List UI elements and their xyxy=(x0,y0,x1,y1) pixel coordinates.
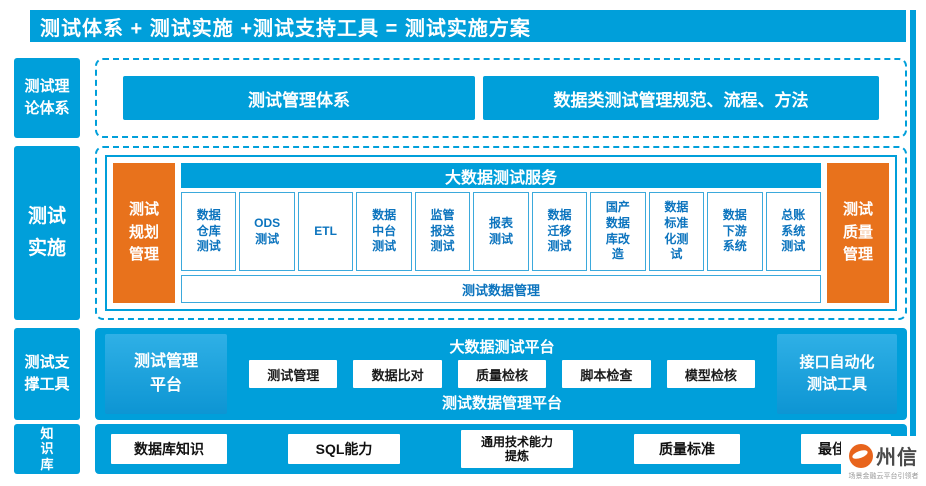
knowledge-sql-ability: SQL能力 xyxy=(288,434,400,464)
test-management-system-box: 测试管理体系 xyxy=(123,76,475,120)
big-data-test-platform-header: 大数据测试平台 xyxy=(449,338,555,356)
tool-data-comparison: 数据比对 xyxy=(353,360,442,388)
implementation-inner-frame: 测试 规划 管理 大数据测试服务 数据 仓库 测试 ODS 测试 ETL 数据 … xyxy=(105,155,897,311)
tool-model-check: 模型检核 xyxy=(666,360,756,388)
service-data-downstream-system: 数据 下游 系统 xyxy=(707,192,763,271)
service-box-grid: 数据 仓库 测试 ODS 测试 ETL 数据 中台 测试 监管 报送 测试 报表… xyxy=(181,192,821,271)
tool-test-management: 测试管理 xyxy=(249,360,338,388)
service-regulatory-report-test: 监管 报送 测试 xyxy=(414,192,471,271)
test-planning-management-box: 测试 规划 管理 xyxy=(113,163,175,303)
tool-quality-check: 质量检核 xyxy=(457,360,547,388)
big-data-test-services: 大数据测试服务 数据 仓库 测试 ODS 测试 ETL 数据 中台 测试 监管 … xyxy=(181,163,821,303)
service-etl: ETL xyxy=(297,192,354,271)
test-data-management-bar: 测试数据管理 xyxy=(181,275,821,303)
theory-row: 测试管理体系 数据类测试管理规范、流程、方法 xyxy=(95,58,907,138)
knowledge-quality-standard: 质量标准 xyxy=(634,434,740,464)
slide-title: 测试体系 + 测试实施 +测试支持工具 = 测试实施方案 xyxy=(40,17,531,40)
implementation-row: 测试 规划 管理 大数据测试服务 数据 仓库 测试 ODS 测试 ETL 数据 … xyxy=(95,146,907,320)
big-data-test-platform: 大数据测试平台 测试管理 数据比对 质量检核 脚本检查 模型检核 测试数据管理平… xyxy=(235,334,769,414)
service-data-middle-platform-test: 数据 中台 测试 xyxy=(356,192,412,271)
service-report-test: 报表 测试 xyxy=(473,192,529,271)
service-domestic-db-transformation: 国产 数据 库改 造 xyxy=(590,192,646,271)
sidebar-label-knowledge-base: 知 识 库 xyxy=(14,424,80,474)
test-management-platform-box: 测试管理 平台 xyxy=(105,334,227,414)
test-data-management-platform-bar: 测试数据管理平台 xyxy=(441,394,562,412)
knowledge-base-row: 数据库知识 SQL能力 通用技术能力 提炼 质量标准 最佳实践 xyxy=(95,424,907,474)
support-tools-row: 测试管理 平台 大数据测试平台 测试管理 数据比对 质量检核 脚本检查 模型检核… xyxy=(95,328,907,420)
service-ods-test: ODS 测试 xyxy=(239,192,295,271)
api-automation-test-tool-box: 接口自动化 测试工具 xyxy=(777,334,897,414)
sidebar-label-support-tools: 测试支 撑工具 xyxy=(14,328,80,420)
company-globe-icon xyxy=(849,443,873,468)
knowledge-general-tech-ability: 通用技术能力 提炼 xyxy=(461,430,573,468)
platform-tool-list: 测试管理 数据比对 质量检核 脚本检查 模型检核 xyxy=(249,360,756,388)
service-general-ledger-test: 总账 系统 测试 xyxy=(765,192,821,271)
service-data-standardization-test: 数据 标准 化测 试 xyxy=(648,192,705,271)
test-quality-management-box: 测试 质量 管理 xyxy=(827,163,889,303)
company-tagline: 场景金融云平台引领者 xyxy=(848,473,919,480)
service-data-warehouse-test: 数据 仓库 测试 xyxy=(181,192,237,271)
company-logo-text: 州信 xyxy=(876,447,918,469)
sidebar-label-implementation: 测试 实施 xyxy=(14,146,80,320)
knowledge-database: 数据库知识 xyxy=(111,434,227,464)
service-data-migration-test: 数据 迁移 测试 xyxy=(531,192,588,271)
slide-title-bar: 测试体系 + 测试实施 +测试支持工具 = 测试实施方案 xyxy=(30,10,906,42)
right-accent-stripe xyxy=(910,10,916,486)
tool-script-check: 脚本检查 xyxy=(562,360,651,388)
data-test-standards-box: 数据类测试管理规范、流程、方法 xyxy=(483,76,879,120)
big-data-test-service-header: 大数据测试服务 xyxy=(181,163,821,188)
sidebar-label-theory: 测试理 论体系 xyxy=(14,58,80,138)
company-logo: 州信 场景金融云平台引领者 xyxy=(841,436,926,486)
